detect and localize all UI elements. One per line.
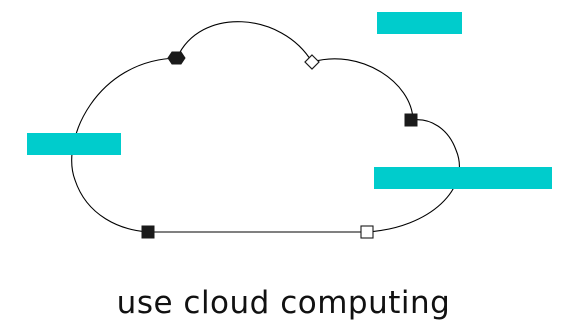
label-box-left — [27, 133, 121, 155]
square-marker-bottom-left — [141, 225, 155, 239]
label-box-top-right — [377, 12, 462, 34]
diamond-marker — [304, 54, 320, 70]
square-marker-bottom-right — [360, 225, 374, 239]
caption-text: use cloud computing — [116, 285, 451, 321]
hexagon-marker — [167, 51, 186, 65]
label-box-right — [374, 167, 552, 189]
square-marker-right — [404, 113, 418, 127]
cloud-outline — [71, 21, 460, 233]
